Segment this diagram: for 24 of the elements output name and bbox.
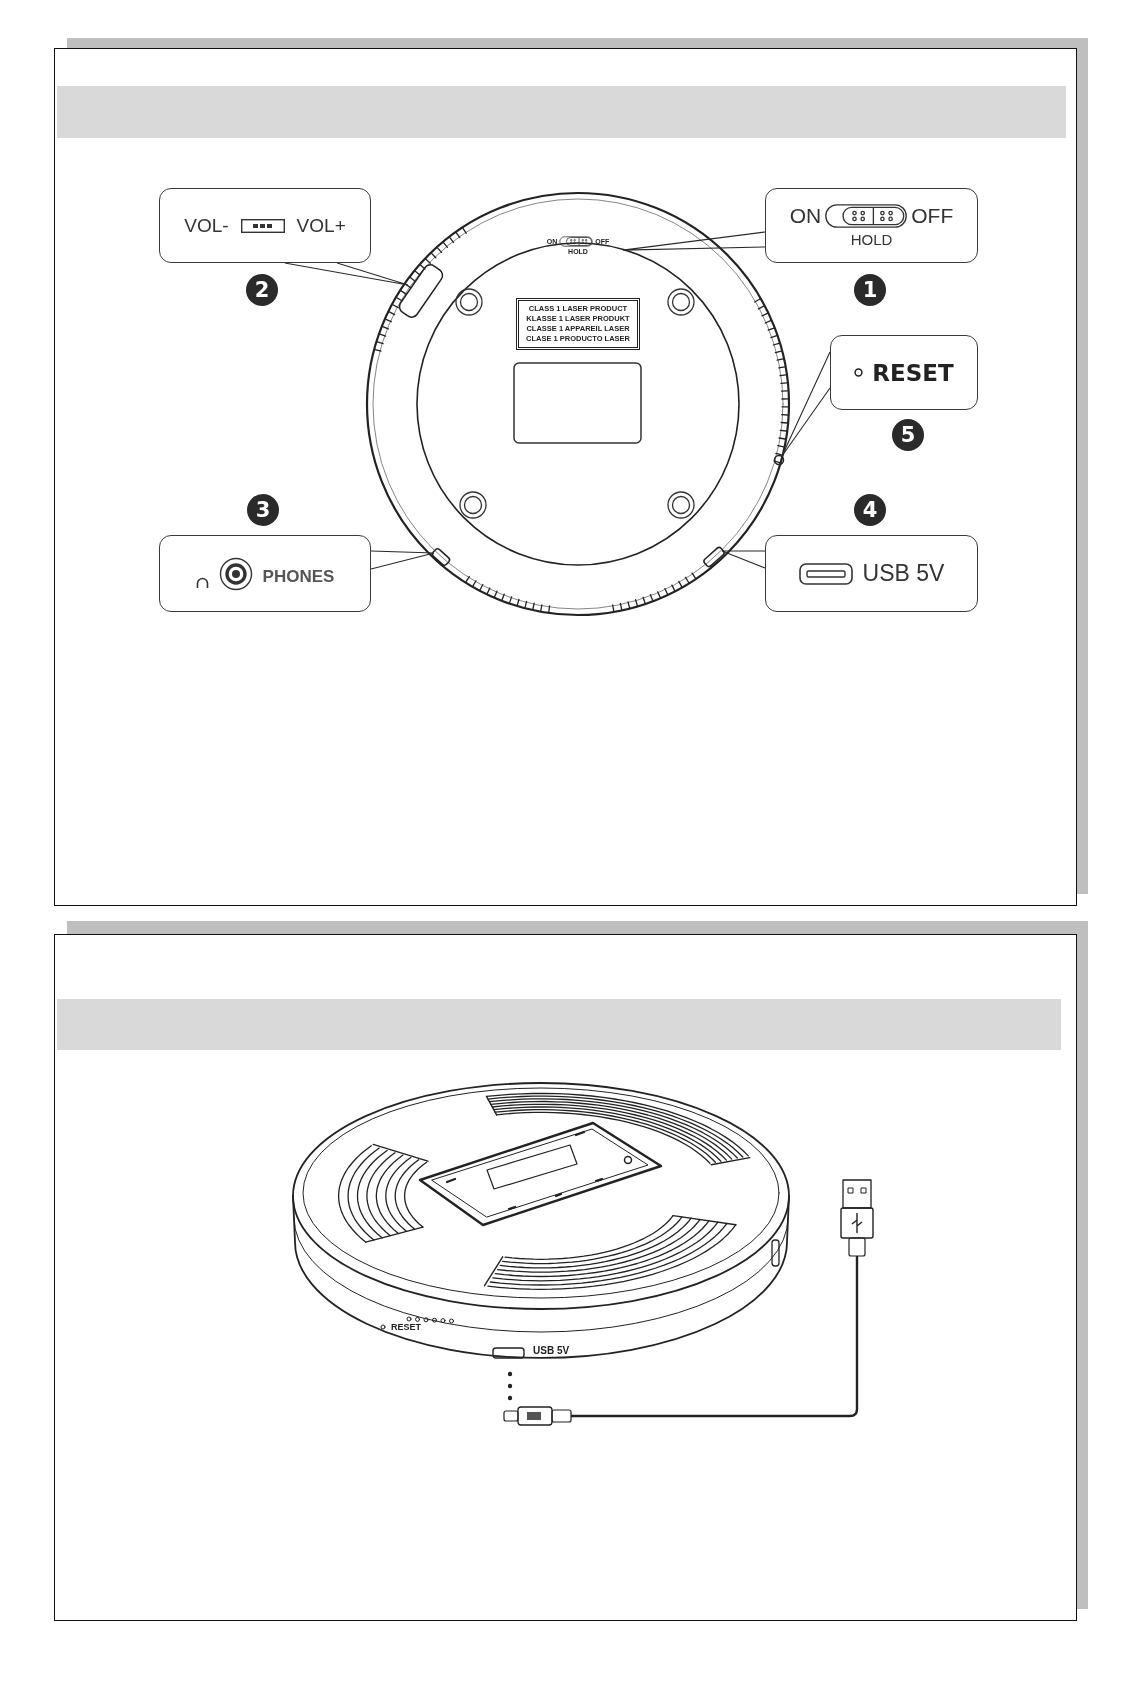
callout-text: VOL- (184, 214, 229, 237)
callout-box (830, 335, 978, 410)
callout-text: VOL+ (296, 214, 346, 237)
callout-text: PHONES (262, 566, 335, 587)
device-marking: RESET (391, 1323, 421, 1333)
reset-hole (773, 454, 785, 466)
leader-line (622, 231, 766, 251)
laser-label (516, 298, 640, 350)
usb-port (702, 545, 726, 569)
callout-box (765, 535, 978, 612)
callout-text: OFF (911, 203, 954, 228)
leader-line (370, 550, 435, 570)
callout-text: ON (789, 203, 822, 228)
callout-box (765, 188, 978, 263)
callout-box (159, 535, 371, 612)
callout-text: HOLD (850, 230, 893, 248)
callout-text: USB 5V (862, 560, 945, 587)
leader-line (721, 550, 766, 569)
leader-line (781, 351, 831, 457)
headphone-jack (430, 546, 452, 568)
callout-text: RESET (872, 359, 954, 386)
callout-box (159, 188, 371, 263)
volume-slider (396, 261, 446, 321)
device-marking: USB 5V (533, 1345, 570, 1356)
